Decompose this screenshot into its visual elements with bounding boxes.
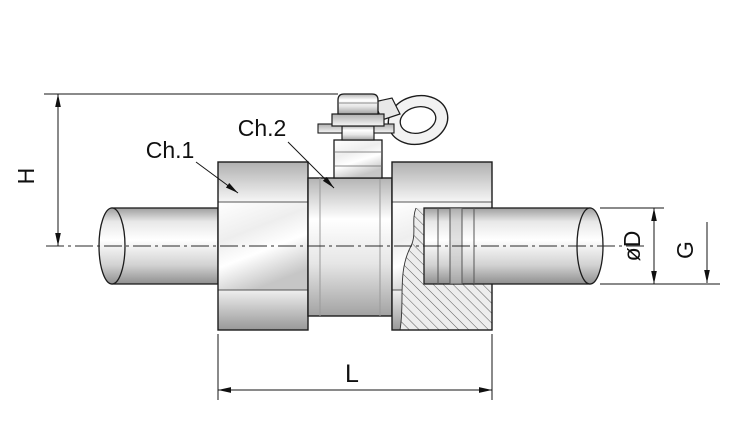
label-ch1: Ch.1	[146, 137, 195, 163]
label-h: H	[13, 168, 39, 185]
body-center	[307, 177, 393, 317]
ring-inner	[399, 106, 437, 134]
tube-right-body	[423, 207, 591, 285]
dimension-g: G	[672, 222, 710, 283]
label-g: G	[672, 241, 698, 259]
protective-cap	[337, 93, 379, 115]
callout-ch2: Ch.2	[238, 115, 335, 189]
dimension-h: H	[13, 93, 338, 246]
callout-ch1: Ch.1	[146, 137, 239, 194]
test-point	[317, 93, 449, 179]
test-point-hex	[333, 139, 383, 179]
test-point-neck	[341, 125, 375, 141]
wing-tab-left	[317, 123, 343, 134]
body-center-block	[307, 177, 393, 317]
dimension-od: øD	[600, 207, 720, 285]
leader-line-ch1	[195, 161, 239, 194]
label-ch2: Ch.2	[238, 115, 287, 141]
hex-facet-top	[218, 162, 308, 202]
dimension-l: L	[217, 334, 493, 400]
cap-flange	[331, 113, 385, 127]
leader-line-ch2	[287, 141, 335, 189]
hex-facet-top	[392, 162, 492, 202]
label-l: L	[345, 360, 359, 388]
cap-pull-ring	[387, 94, 449, 146]
hex-facet-bottom	[218, 290, 308, 330]
label-od: øD	[619, 231, 645, 262]
